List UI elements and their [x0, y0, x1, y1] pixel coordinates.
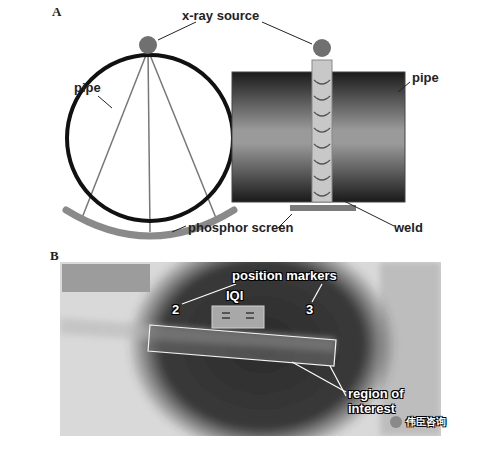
position-marker: 3	[306, 302, 313, 317]
xray-source	[313, 39, 331, 57]
part-label: position markers	[232, 268, 337, 283]
part-label: x-ray source	[182, 8, 259, 23]
leader-line	[334, 196, 394, 226]
leader-line	[158, 22, 196, 40]
leader-line	[330, 366, 346, 396]
leader-lines	[98, 22, 410, 232]
beam-line	[148, 50, 150, 232]
cross-section	[66, 36, 234, 236]
xray-source	[139, 36, 157, 54]
leader-line	[398, 82, 410, 92]
position-marker: 2	[172, 302, 179, 317]
weld-band	[312, 60, 332, 202]
part-label: weld	[394, 220, 423, 235]
weld-core	[148, 325, 336, 366]
leader-line	[98, 96, 112, 108]
leader-lines	[182, 284, 346, 396]
pipe-side-view	[232, 39, 405, 211]
part-label: IQI	[226, 288, 243, 303]
beam-line	[82, 50, 148, 218]
part-label: pipe	[74, 80, 101, 95]
part-label: phosphor screen	[188, 220, 293, 235]
weld-ripples	[314, 80, 330, 196]
iqi-mark	[246, 312, 254, 314]
part-label: pipe	[412, 70, 439, 85]
iqi-mark	[222, 312, 230, 314]
radiograph	[60, 262, 441, 436]
leader-line	[262, 22, 312, 44]
iqi-mark	[222, 317, 230, 319]
panel-letter: A	[52, 4, 61, 19]
leader-line	[292, 362, 346, 392]
part-label: region of interest	[348, 386, 428, 416]
iqi-mark	[246, 317, 254, 319]
iqi-plate	[212, 306, 264, 328]
roi-outline	[148, 325, 336, 366]
watermark-icon	[390, 416, 402, 428]
leader-line	[172, 226, 186, 232]
gray-patch	[62, 264, 150, 292]
phosphor-screen	[290, 205, 356, 211]
panel-letter: B	[50, 248, 59, 263]
pipe-circle	[67, 55, 233, 221]
leader-line	[312, 284, 322, 302]
watermark: 伟臣咨询	[406, 414, 446, 429]
